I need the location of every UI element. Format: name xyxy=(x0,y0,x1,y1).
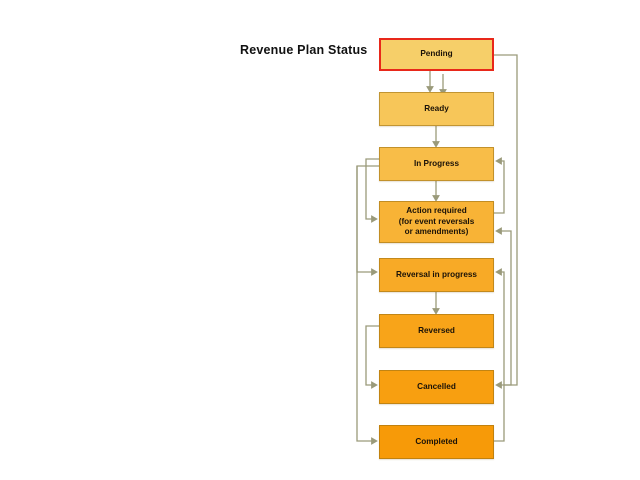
node-label-ready: Ready xyxy=(424,103,449,113)
edge-cancelled-to-action-required xyxy=(495,227,512,386)
node-label-cancelled: Cancelled xyxy=(417,381,456,391)
node-completed[interactable]: Completed xyxy=(379,425,494,459)
edge-reversed-to-completed xyxy=(356,166,378,445)
node-label-completed: Completed xyxy=(415,436,458,446)
node-pending[interactable]: Pending xyxy=(379,38,494,71)
edge-reversed-to-cancelled xyxy=(365,325,379,389)
node-action-required[interactable]: Action required (for event reversals or … xyxy=(379,201,494,243)
edge-in-progress-to-action-required xyxy=(365,158,379,223)
node-label-pending: Pending xyxy=(420,49,453,59)
edge-completed-to-reversal-in-progress xyxy=(494,268,505,442)
node-label-reversed: Reversed xyxy=(418,325,455,335)
edge-action-required-to-in-progress xyxy=(494,157,505,214)
node-label-action-required: Action required (for event reversals or … xyxy=(398,205,475,237)
node-ready[interactable]: Ready xyxy=(379,92,494,126)
node-cancelled[interactable]: Cancelled xyxy=(379,370,494,404)
node-reversed[interactable]: Reversed xyxy=(379,314,494,348)
node-in-progress[interactable]: In Progress xyxy=(379,147,494,181)
node-label-in-progress: In Progress xyxy=(413,158,460,168)
page-title: Revenue Plan Status xyxy=(240,43,368,57)
node-reversal-in-progress[interactable]: Reversal in progress xyxy=(379,258,494,292)
node-label-reversal-in-progress: Reversal in progress xyxy=(395,269,477,279)
